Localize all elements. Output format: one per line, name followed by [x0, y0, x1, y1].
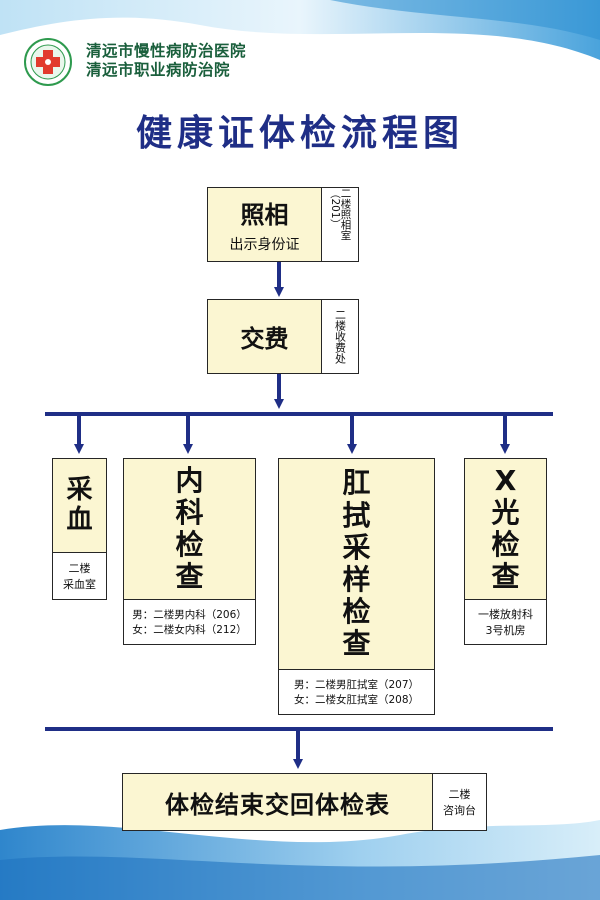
step-internal-char-2: 科 [175, 495, 204, 529]
step-internal-note: 男：二楼男内科（206） 女：二楼女内科（212） [123, 599, 256, 645]
step-anal-swab-note-line1: 男：二楼男肛拭室（207） [293, 679, 420, 691]
step-xray-note-line2: 3号机房 [485, 624, 526, 637]
step-anal-swab-char-2: 拭 [342, 498, 371, 532]
step-internal-char-1: 内 [175, 463, 204, 497]
step-anal-swab-char-4: 样 [342, 563, 371, 596]
step-xray-box: X 光 检 查 [464, 458, 547, 600]
step-internal-char-4: 查 [175, 560, 204, 594]
step-blood-location-line2: 采血室 [63, 578, 96, 591]
header-wave-background [0, 0, 600, 60]
step-finish-location-line1: 二楼 [448, 788, 471, 801]
step-internal-note-line1: 男：二楼男内科（206） [132, 609, 247, 621]
step-fee-label: 交费 [240, 325, 289, 353]
step-blood-char-1: 采 [66, 474, 93, 505]
step-blood-char-2: 血 [66, 504, 93, 535]
step-internal-char-3: 检 [175, 528, 204, 561]
footer-wave-background [0, 820, 600, 900]
step-anal-swab-char-1: 肛 [342, 466, 371, 500]
step-anal-swab-char-5: 检 [342, 595, 371, 629]
step-finish-box: 体检结束交回体检表 [122, 773, 433, 831]
step-blood-box: 采 血 [52, 458, 107, 553]
step-anal-swab-char-6: 查 [342, 627, 371, 661]
step-finish-label: 体检结束交回体检表 [165, 790, 390, 819]
step-xray-char-4: 查 [491, 560, 520, 594]
step-internal-note-line2: 女：二楼女内科（212） [132, 624, 247, 636]
hospital-logo [24, 38, 72, 86]
step-xray-note-line1: 一楼放射科 [478, 608, 533, 621]
step-xray-char-1: X [494, 463, 517, 497]
step-anal-swab-box: 肛 拭 采 样 检 查 [278, 458, 435, 670]
step-anal-swab-note-line2: 女：二楼女肛拭室（208） [293, 694, 420, 706]
step-photo-sub: 出示身份证 [229, 237, 300, 253]
step-anal-swab-note: 男：二楼男肛拭室（207） 女：二楼女肛拭室（208） [278, 669, 435, 715]
step-blood-location-line1: 二楼 [68, 562, 91, 575]
step-finish-location: 二楼 咨询台 [432, 773, 487, 831]
step-internal-box: 内 科 检 查 [123, 458, 256, 600]
step-xray-note: 一楼放射科 3号机房 [464, 599, 547, 645]
step-photo-location: 二楼照相室（201） [321, 187, 359, 262]
step-fee-box: 交费 [207, 299, 322, 374]
step-blood-location: 二楼 采血室 [52, 552, 107, 600]
step-photo-box: 照相 出示身份证 [207, 187, 322, 262]
hospital-name-line2: 清远市职业病防治院 [86, 61, 231, 79]
step-xray-char-2: 光 [491, 495, 520, 529]
hospital-name-line1: 清远市慢性病防治医院 [86, 42, 247, 60]
step-photo-label: 照相 [240, 201, 289, 229]
step-finish-location-line2: 咨询台 [443, 804, 476, 817]
step-xray-char-3: 检 [491, 528, 520, 561]
step-anal-swab-char-3: 采 [342, 530, 371, 564]
page-title: 健康证体检流程图 [135, 113, 464, 154]
step-fee-location: 二楼收费处 [321, 299, 359, 374]
